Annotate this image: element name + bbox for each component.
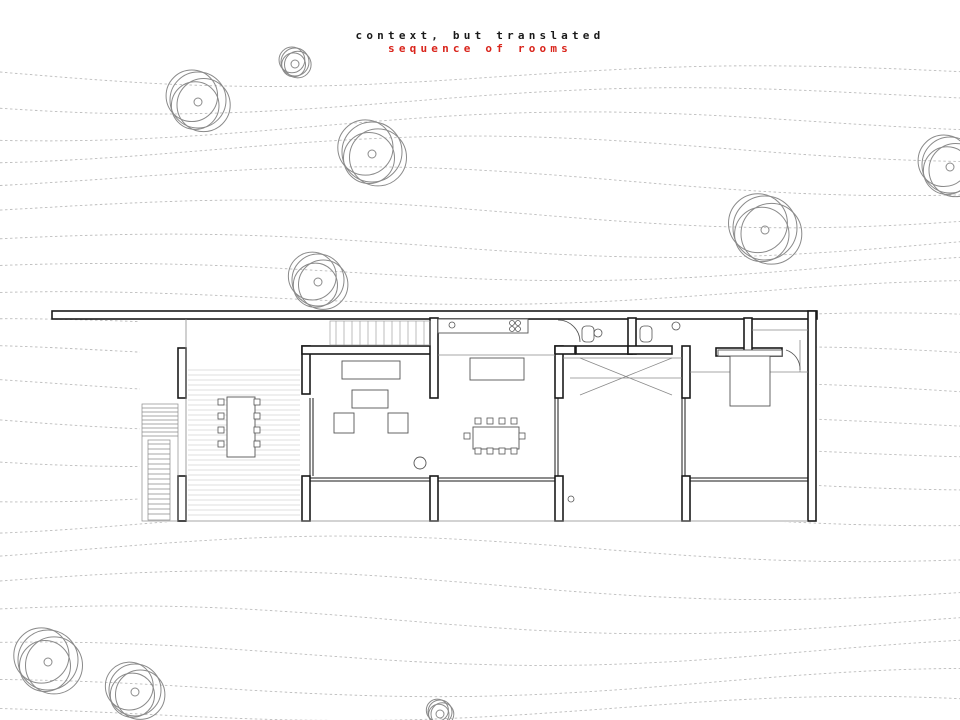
toilet-2 xyxy=(639,325,653,343)
chairs xyxy=(217,398,526,455)
contour-line xyxy=(0,199,960,229)
outdoor-shower xyxy=(567,495,575,503)
tree xyxy=(165,69,231,133)
chair xyxy=(474,447,482,455)
kitchen-counter xyxy=(437,318,529,334)
dining-east-return xyxy=(554,345,576,355)
trees xyxy=(13,46,960,720)
contour-line xyxy=(0,65,960,87)
west-stair xyxy=(141,403,179,522)
chair xyxy=(498,447,506,455)
dining-table xyxy=(472,426,520,450)
contour-line xyxy=(0,605,960,635)
living-kitchen-wall xyxy=(429,317,439,399)
door-swing-closet xyxy=(785,349,801,371)
terrace-pier-north xyxy=(177,347,187,399)
contour-line xyxy=(0,280,960,305)
sofa xyxy=(341,360,401,380)
interior-stair xyxy=(329,320,431,346)
headboard xyxy=(717,349,783,357)
hob-2 xyxy=(515,320,521,326)
floor-lamp xyxy=(413,456,427,470)
contour-line xyxy=(0,667,960,698)
chair xyxy=(253,426,261,434)
tree xyxy=(287,251,349,310)
chair xyxy=(474,417,482,425)
tree xyxy=(278,46,312,79)
contour-line xyxy=(0,233,960,258)
bath-south-wall xyxy=(575,345,633,355)
hob-1 xyxy=(509,320,515,326)
east-wall xyxy=(807,310,817,522)
contour-line xyxy=(0,256,960,282)
contour-line xyxy=(0,639,960,666)
contour-line xyxy=(0,135,960,164)
sink-1 xyxy=(448,321,456,329)
living-north-wall xyxy=(301,345,433,355)
chair xyxy=(217,426,225,434)
house-floor-plan xyxy=(51,310,818,522)
living-pier-s xyxy=(429,475,439,522)
hob-4 xyxy=(515,326,521,332)
chair xyxy=(217,440,225,448)
contour-line xyxy=(0,111,960,142)
terrace-deck xyxy=(188,369,300,516)
tree xyxy=(104,661,166,720)
terrace-dining-table xyxy=(226,396,256,458)
coffee-table xyxy=(351,389,389,409)
header: context, but translated sequence of room… xyxy=(0,30,960,55)
chair xyxy=(518,432,526,440)
chair xyxy=(253,440,261,448)
terrace-pier-south xyxy=(177,475,187,522)
hob-3 xyxy=(509,326,515,332)
kitchen-island xyxy=(469,357,525,381)
tree xyxy=(728,193,803,265)
contour-line xyxy=(0,535,960,563)
basin-1 xyxy=(593,328,603,338)
chair xyxy=(253,398,261,406)
contour-line xyxy=(0,166,960,197)
chair xyxy=(217,398,225,406)
drawing-subtitle: sequence of rooms xyxy=(388,42,572,55)
armchair-left xyxy=(333,412,355,434)
drawing-title: context, but translated xyxy=(355,29,605,42)
chair xyxy=(510,447,518,455)
chair xyxy=(253,412,261,420)
contour-line xyxy=(0,695,960,720)
chair xyxy=(217,412,225,420)
chair xyxy=(498,417,506,425)
bed xyxy=(729,355,771,407)
door-swing-bath xyxy=(557,319,581,343)
tree xyxy=(917,134,960,198)
tree xyxy=(425,698,455,720)
bedroom-west-wall xyxy=(681,345,691,399)
tree xyxy=(13,627,83,695)
toilet-1 xyxy=(581,325,595,343)
chair xyxy=(463,432,471,440)
chair xyxy=(510,417,518,425)
basin-2 xyxy=(671,321,681,331)
tree xyxy=(337,119,407,187)
dining-pier-s xyxy=(554,475,564,522)
bath2-south-wall xyxy=(627,345,673,355)
chair xyxy=(486,417,494,425)
armchair-right xyxy=(387,412,409,434)
contour-line xyxy=(0,87,960,115)
chair xyxy=(486,447,494,455)
contour-line xyxy=(0,570,960,601)
bedroom-pier-sw xyxy=(681,475,691,522)
living-pier-sw xyxy=(301,475,311,522)
